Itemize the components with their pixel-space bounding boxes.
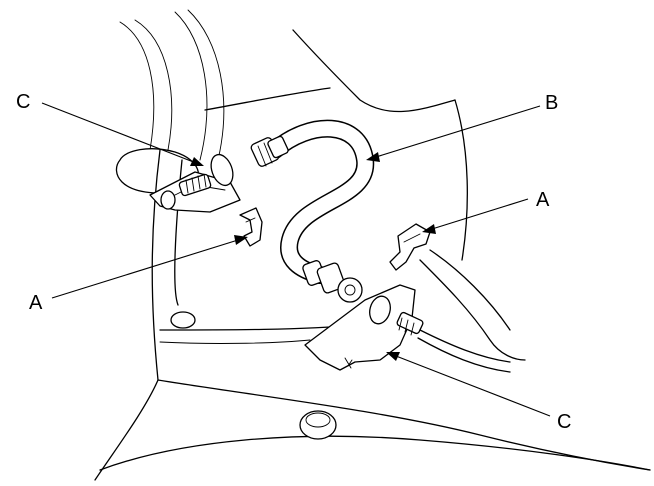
- hose-fitting-lower: [302, 260, 363, 303]
- brake-hose: [250, 119, 375, 303]
- leader-lines: [41, 102, 551, 417]
- leader-a-right: [431, 198, 529, 230]
- arrowhead-c-top: [190, 157, 204, 166]
- callout-c-lower-bracket: C: [557, 411, 572, 433]
- callout-a-right-clip: A: [536, 189, 550, 211]
- drain-plug-icon: [299, 410, 337, 440]
- arrowhead-c-bottom: [386, 352, 400, 361]
- clip-left: [239, 207, 263, 247]
- upper-bracket: [149, 153, 241, 213]
- arrowhead-b: [366, 152, 380, 162]
- arrowhead-a-right: [422, 224, 436, 234]
- leader-c-bottom: [395, 355, 551, 417]
- callout-c-upper-bracket: C: [16, 91, 31, 113]
- arrowhead-a-left: [234, 235, 248, 245]
- clip-right: [389, 223, 431, 271]
- leader-a-left: [51, 239, 239, 299]
- leader-c-top: [41, 102, 197, 164]
- callout-a-left-clip: A: [29, 292, 43, 314]
- body-panel-outlines: [94, 9, 651, 481]
- hose-fitting-upper: [250, 135, 289, 167]
- lower-bracket: [304, 284, 511, 373]
- callout-b-brake-hose: B: [545, 92, 559, 114]
- leader-b: [375, 105, 541, 158]
